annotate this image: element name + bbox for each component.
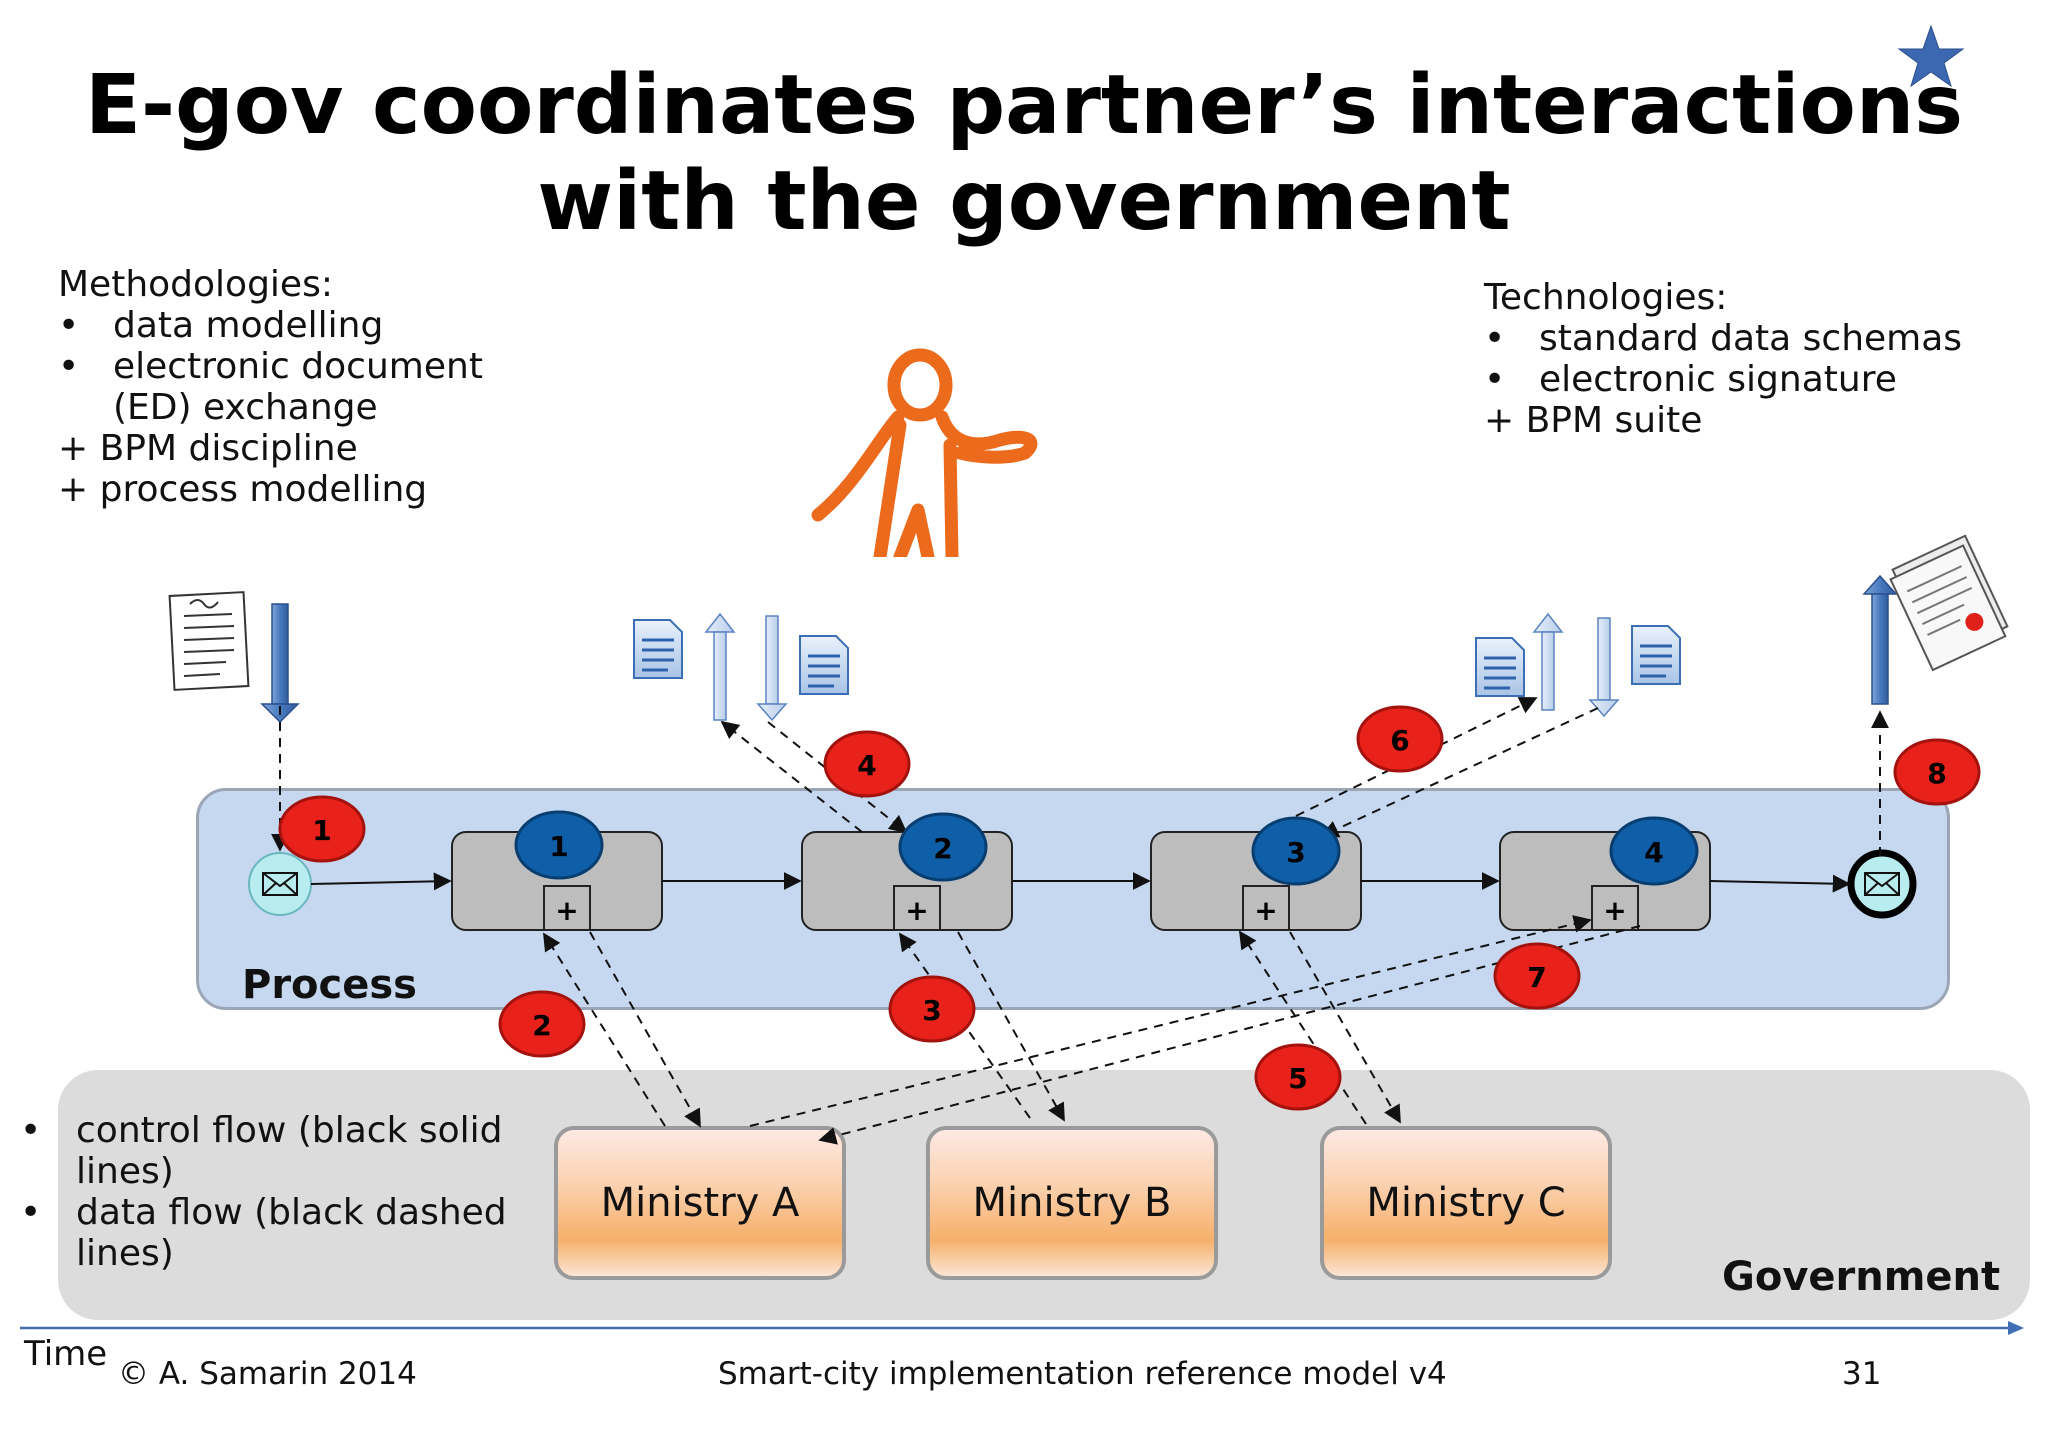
legend-data-flow-line1: data flow (black dashed (76, 1192, 507, 1233)
technologies-heading: Technologies: (1484, 277, 1728, 318)
document-icon (799, 635, 849, 695)
input-arrow-icon (260, 603, 300, 724)
activity-1[interactable] (451, 831, 663, 931)
methodology-extra: + BPM discipline (58, 428, 358, 469)
title-line-2: with the government (537, 154, 1511, 249)
ministry-c-label: Ministry C (1366, 1180, 1566, 1226)
technology-item: electronic signature (1484, 359, 1962, 400)
step-badge-7: 7 (1493, 942, 1581, 1010)
person-icon (811, 348, 1038, 557)
step-badge-3: 3 (888, 975, 976, 1043)
step-badge-8: 8 (1893, 738, 1981, 806)
step-badge-1: 1 (278, 795, 366, 863)
methodology-item: electronic document (58, 346, 483, 387)
input-document-icon (168, 591, 250, 691)
activity-badge-4: 4 (1609, 816, 1699, 886)
document-icon (633, 619, 683, 679)
star-icon (1897, 24, 1965, 88)
slide-title: E-gov coordinates partner’s interactions… (0, 58, 2048, 250)
subprocess-marker: + (1254, 894, 1277, 927)
upload-arrow-icon (704, 612, 736, 721)
technology-extra: + BPM suite (1484, 400, 1703, 441)
upload-arrow-icon (1532, 612, 1564, 711)
step-badge-2: 2 (498, 990, 586, 1058)
footer-title: Smart-city implementation reference mode… (718, 1356, 1447, 1392)
government-label: Government (1722, 1254, 2001, 1300)
subprocess-marker: + (1603, 894, 1626, 927)
ministry-a[interactable]: Ministry A (554, 1126, 846, 1280)
ministry-c[interactable]: Ministry C (1320, 1126, 1612, 1280)
svg-text:3: 3 (922, 994, 941, 1027)
control-flow (310, 872, 1851, 893)
technologies-block: Technologies: standard data schemas elec… (1484, 277, 1962, 441)
svg-text:2: 2 (532, 1009, 551, 1042)
svg-text:1: 1 (312, 814, 331, 847)
time-label: Time (24, 1334, 108, 1374)
subprocess-marker: + (555, 894, 578, 927)
technology-item: standard data schemas (1484, 318, 1962, 359)
svg-text:4: 4 (857, 749, 876, 782)
output-arrow-icon (1862, 574, 1898, 705)
ministry-a-label: Ministry A (600, 1180, 800, 1226)
svg-text:5: 5 (1288, 1062, 1307, 1095)
ministry-b-label: Ministry B (972, 1180, 1172, 1226)
activity-badge-2: 2 (898, 812, 988, 882)
svg-text:3: 3 (1286, 836, 1305, 869)
methodologies-heading: Methodologies: (58, 264, 333, 305)
page-number: 31 (1842, 1356, 1882, 1392)
svg-text:2: 2 (933, 832, 952, 865)
step-badge-6: 6 (1356, 705, 1444, 773)
methodology-item: data modelling (58, 305, 483, 346)
methodology-item: (ED) exchange (113, 387, 378, 428)
activity-badge-3: 3 (1251, 816, 1341, 886)
start-event-envelope-icon[interactable] (248, 852, 312, 916)
download-arrow-icon (756, 615, 788, 722)
legend-control-flow: control flow (black solid lines) (20, 1110, 520, 1192)
footer-copyright: © A. Samarin 2014 (118, 1356, 417, 1392)
certificate-icon (1889, 534, 2009, 672)
legend-control-flow-line1: control flow (black solid (76, 1110, 503, 1151)
svg-text:4: 4 (1644, 836, 1663, 869)
download-arrow-icon (1588, 617, 1620, 718)
document-icon (1475, 637, 1525, 697)
step-badge-4: 4 (823, 730, 911, 798)
end-event-envelope-icon[interactable] (1847, 849, 1917, 919)
svg-text:8: 8 (1927, 757, 1946, 790)
subprocess-marker: + (905, 894, 928, 927)
process-label: Process (242, 962, 417, 1008)
title-line-1: E-gov coordinates partner’s interactions (84, 58, 1964, 153)
legend-data-flow: data flow (black dashed lines) (20, 1192, 520, 1274)
ministry-b[interactable]: Ministry B (926, 1126, 1218, 1280)
legend: control flow (black solid lines) data fl… (20, 1110, 520, 1274)
time-axis (20, 1321, 2024, 1335)
methodology-extra: + process modelling (58, 469, 428, 510)
svg-text:6: 6 (1390, 724, 1409, 757)
legend-data-flow-line2: lines) (76, 1233, 174, 1274)
activity-badge-1: 1 (514, 810, 604, 880)
methodologies-block: Methodologies: data modelling electronic… (58, 264, 483, 510)
step-badge-5: 5 (1254, 1043, 1342, 1111)
svg-text:1: 1 (549, 830, 568, 863)
svg-text:7: 7 (1527, 961, 1546, 994)
legend-control-flow-line2: lines) (76, 1151, 174, 1192)
document-icon (1631, 625, 1681, 685)
